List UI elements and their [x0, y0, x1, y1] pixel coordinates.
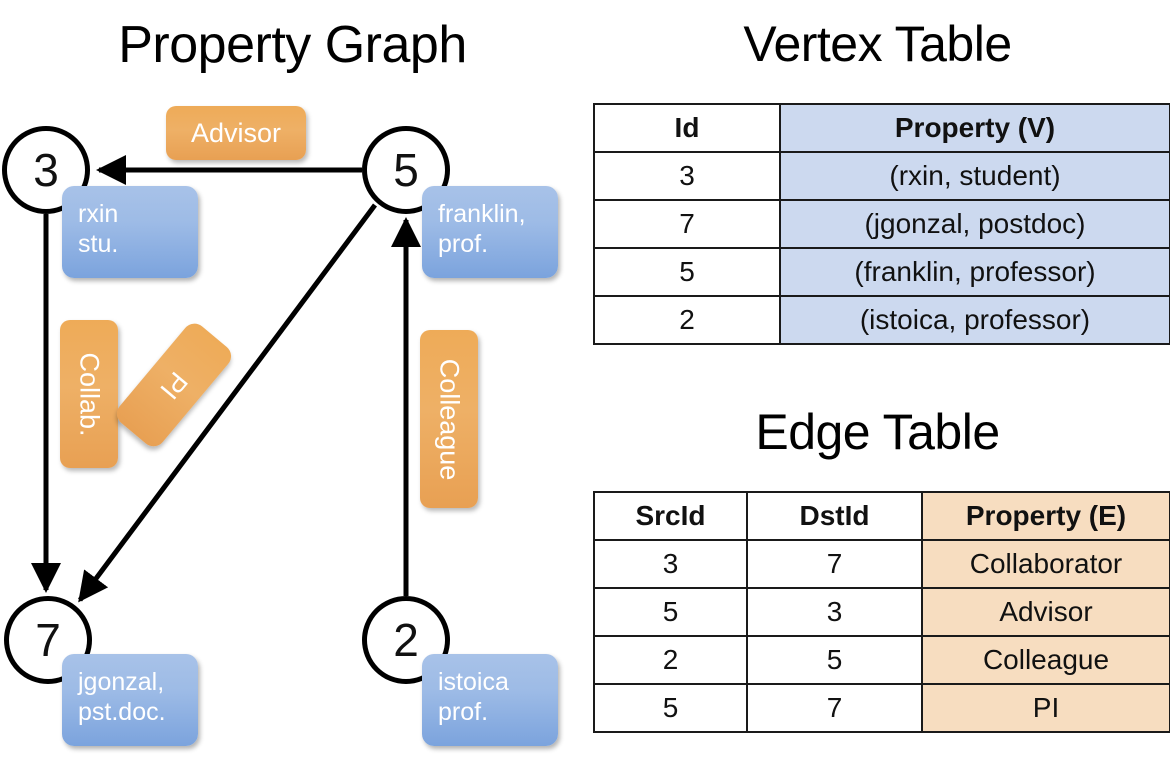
node-property-5-line2: prof.: [438, 230, 489, 258]
graph-node-3-label: 3: [33, 144, 59, 196]
edge-label-colleague: Colleague: [420, 330, 478, 508]
edge-line-pi: [77, 203, 378, 603]
graph-node-5[interactable]: 5: [362, 126, 450, 214]
edge-label-collab: Collab.: [60, 320, 118, 468]
edge-row-1-property: Advisor: [921, 587, 1170, 637]
vertex-table: Id Property (V) 3 (rxin, student) 7 (jgo…: [593, 103, 1170, 345]
table-row[interactable]: 5 3 Advisor: [593, 587, 1170, 637]
page-title-edge-table: Edge Table: [755, 404, 1000, 460]
graph-node-7-label: 7: [35, 614, 61, 666]
edge-row-3-src: 5: [593, 683, 748, 733]
page-title-vertex-table: Vertex Table: [743, 16, 1012, 72]
node-property-box-3: rxin stu.: [62, 186, 198, 278]
edge-row-0-dst: 7: [746, 539, 923, 589]
edge-row-0-property: Collaborator: [921, 539, 1170, 589]
node-property-box-7: jgonzal, pst.doc.: [62, 654, 198, 746]
table-row[interactable]: 3 7 Collaborator: [593, 539, 1170, 589]
edge-row-2-dst: 5: [746, 635, 923, 685]
graph-node-2[interactable]: 2: [362, 596, 450, 684]
node-property-3-line2: stu.: [78, 230, 119, 258]
vertex-row-0-property: (rxin, student): [779, 151, 1170, 201]
vertex-table-header-row: Id Property (V): [593, 103, 1170, 153]
edge-label-colleague-text: Colleague: [434, 358, 465, 480]
table-row[interactable]: 2 5 Colleague: [593, 635, 1170, 685]
vertex-row-1-property: (jgonzal, postdoc): [779, 199, 1170, 249]
graph-edges-svg: [31, 155, 421, 603]
node-property-7-line1: jgonzal,: [78, 668, 165, 696]
edge-table-header-property: Property (E): [921, 491, 1170, 541]
graph-node-2-label: 2: [393, 614, 419, 666]
node-property-5-line1: franklin,: [438, 200, 526, 228]
graph-node-5-label: 5: [393, 144, 419, 196]
table-row[interactable]: 5 (franklin, professor): [593, 247, 1170, 297]
edge-row-3-dst: 7: [746, 683, 923, 733]
vertex-row-0-id: 3: [593, 151, 781, 201]
table-row[interactable]: 3 (rxin, student): [593, 151, 1170, 201]
edge-table: SrcId DstId Property (E) 3 7 Collaborato…: [593, 491, 1170, 733]
edge-row-2-src: 2: [593, 635, 748, 685]
table-row[interactable]: 7 (jgonzal, postdoc): [593, 199, 1170, 249]
node-property-7-line2: pst.doc.: [78, 698, 166, 726]
vertex-row-3-id: 2: [593, 295, 781, 345]
edge-label-collab-text: Collab.: [74, 351, 105, 437]
edge-row-1-dst: 3: [746, 587, 923, 637]
edge-label-advisor-text: Advisor: [190, 117, 282, 148]
node-property-box-5: franklin, prof.: [422, 186, 558, 278]
edge-table-header-row: SrcId DstId Property (E): [593, 491, 1170, 541]
vertex-row-1-id: 7: [593, 199, 781, 249]
edge-table-header-dstid: DstId: [746, 491, 923, 541]
property-graph-panel: Property Graph 3 5 7 2 rxin stu. frankli…: [2, 16, 558, 746]
vertex-table-header-id: Id: [593, 103, 781, 153]
edge-row-2-property: Colleague: [921, 635, 1170, 685]
node-property-box-2: istoica prof.: [422, 654, 558, 746]
edge-row-0-src: 3: [593, 539, 748, 589]
table-row[interactable]: 5 7 PI: [593, 683, 1170, 733]
edge-label-pi-text: PI: [154, 365, 195, 405]
vertex-row-3-property: (istoica, professor): [779, 295, 1170, 345]
vertex-row-2-id: 5: [593, 247, 781, 297]
page-title-property-graph: Property Graph: [118, 16, 467, 74]
node-property-2-line2: prof.: [438, 698, 489, 726]
table-row[interactable]: 2 (istoica, professor): [593, 295, 1170, 345]
edge-table-header-srcid: SrcId: [593, 491, 748, 541]
node-property-3-line1: rxin: [78, 200, 119, 228]
edge-row-3-property: PI: [921, 683, 1170, 733]
vertex-table-header-property: Property (V): [779, 103, 1170, 153]
edge-label-advisor: Advisor: [166, 106, 306, 160]
vertex-row-2-property: (franklin, professor): [779, 247, 1170, 297]
edge-row-1-src: 5: [593, 587, 748, 637]
node-property-2-line1: istoica: [438, 668, 509, 696]
